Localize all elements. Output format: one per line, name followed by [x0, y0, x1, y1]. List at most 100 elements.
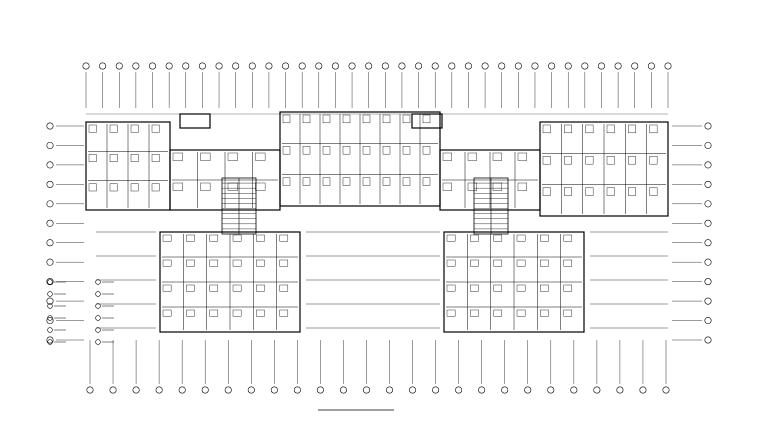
fixture-box [232, 259, 242, 267]
grid-bubble-top [431, 62, 439, 70]
legend-symbol [95, 315, 101, 321]
grid-bubble-bottom [386, 386, 394, 394]
fixture-box [470, 309, 479, 317]
wing-outline [443, 231, 585, 333]
grid-bubble-right [704, 161, 712, 169]
grid-bubble-right [704, 317, 712, 325]
fixture-box [493, 284, 503, 292]
fixture-box [628, 187, 636, 196]
fixture-box [88, 183, 97, 192]
grid-bubble-bottom [547, 386, 555, 394]
grid-bubble-left [46, 122, 54, 130]
fixture-box [402, 177, 411, 186]
grid-bubble-bottom [132, 386, 140, 394]
legend-symbol [95, 327, 101, 333]
grid-bubble-right [704, 219, 712, 227]
grid-bubble-top [298, 62, 306, 70]
fixture-box [563, 259, 573, 267]
fixture-box [493, 234, 503, 242]
fixture-box [446, 284, 456, 292]
fixture-box [628, 124, 636, 134]
fixture-box [606, 156, 615, 165]
fixture-box [232, 284, 242, 292]
grid-bubble-right [704, 122, 712, 130]
grid-bubble-left [46, 258, 54, 266]
grid-bubbles [46, 62, 712, 394]
legend-symbol [47, 279, 53, 285]
legend-heading [40, 267, 70, 275]
grid-bubble-top [481, 62, 489, 70]
legend-symbol [95, 339, 101, 345]
legend-symbol [95, 291, 101, 297]
grid-bubble-bottom [593, 386, 601, 394]
fixture-box [227, 182, 238, 191]
wing-outline [411, 113, 443, 129]
grid-bubble-top [82, 62, 90, 70]
grid-bubble-top [548, 62, 556, 70]
grid-bubble-top [448, 62, 456, 70]
fixture-box [232, 234, 242, 242]
grid-bubble-bottom [362, 386, 370, 394]
fixture-box [470, 284, 479, 292]
fixture-box [256, 284, 265, 292]
grid-bubble-top [232, 62, 240, 70]
fixture-box [342, 114, 351, 124]
fixture-box [564, 124, 572, 134]
fixture-box [322, 114, 331, 124]
fixture-box [209, 284, 219, 292]
grid-bubble-right [704, 141, 712, 149]
fixture-box [492, 152, 502, 161]
grid-bubble-left [46, 141, 54, 149]
fixture-box [279, 259, 289, 267]
fixture-box [130, 154, 139, 162]
grid-bubble-top [165, 62, 173, 70]
grid-bubble-bottom [339, 386, 347, 394]
fixture-box [542, 124, 551, 134]
fixture-box [255, 182, 266, 191]
fixture-box [279, 284, 289, 292]
grid-bubble-top [464, 62, 472, 70]
fixture-box [442, 182, 452, 191]
fixture-box [362, 114, 371, 124]
fixture-box [282, 146, 291, 155]
fixture-box [585, 124, 594, 134]
legend-symbol [95, 303, 101, 309]
fixture-box [302, 177, 311, 186]
fixture-box [282, 177, 291, 186]
grid-bubble-bottom [155, 386, 163, 394]
grid-bubble-right [704, 297, 712, 305]
fixture-box [402, 146, 411, 155]
fixture-box [564, 156, 572, 165]
fixture-box [542, 156, 551, 165]
grid-bubble-left [46, 219, 54, 227]
fixture-box [186, 284, 195, 292]
grid-bubble-top [581, 62, 589, 70]
fixture-box [467, 152, 477, 161]
fixture-box [542, 187, 551, 196]
fixture-box [563, 284, 573, 292]
dimension-lines [86, 113, 668, 411]
fixture-box [563, 234, 573, 242]
grid-bubble-bottom [501, 386, 509, 394]
fixture-box [649, 156, 658, 165]
grid-bubble-top [182, 62, 190, 70]
fixture-box [151, 124, 160, 133]
grid-bubble-top [398, 62, 406, 70]
grid-lines [56, 72, 702, 384]
fixture-box [362, 177, 371, 186]
fixture-box [540, 234, 549, 242]
fixture-box [256, 309, 265, 317]
legend-symbol [47, 315, 53, 321]
grid-bubble-top [315, 62, 323, 70]
fixture-box [151, 154, 160, 162]
grid-bubble-top [631, 62, 639, 70]
grid-bubble-top [365, 62, 373, 70]
grid-bubble-right [704, 180, 712, 188]
fixture-box [162, 309, 172, 317]
fixture-box [186, 234, 195, 242]
legend-symbol [47, 339, 53, 345]
fixture-box [628, 156, 636, 165]
fixture-box [109, 154, 118, 162]
grid-bubble-right [704, 200, 712, 208]
